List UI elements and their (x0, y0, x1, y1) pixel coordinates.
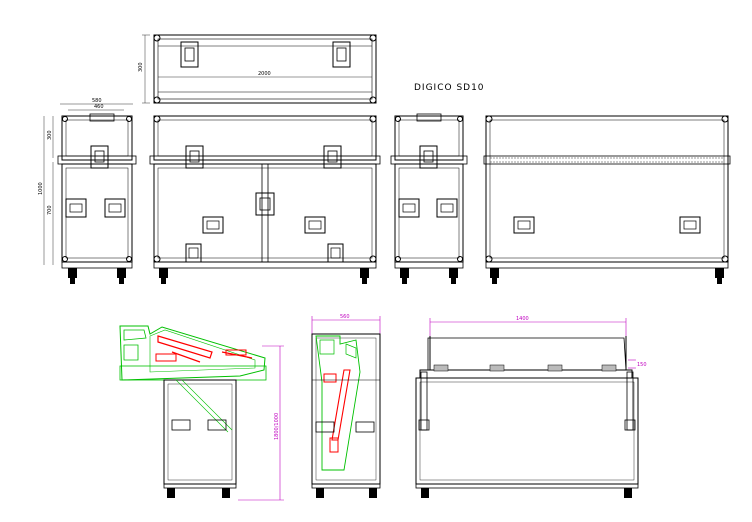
drawing-title: DIGICO SD10 (414, 83, 485, 93)
console-height-dimension (238, 345, 284, 501)
wheel-icon (167, 488, 230, 498)
case-back-view (483, 115, 731, 269)
dim-top-depth: 300 (138, 62, 144, 72)
dim-console-depth: 560 (340, 314, 350, 320)
wheel-icon (159, 268, 369, 284)
wheel-icon (421, 488, 632, 498)
wheel-icon (400, 268, 458, 284)
handle-icon (180, 41, 199, 68)
console-front-view (415, 318, 639, 489)
dim-side-top: 300 (47, 130, 53, 140)
case-side-view-right (390, 113, 468, 269)
dim-side-lower: 700 (47, 205, 53, 215)
console-packed-view (311, 316, 381, 489)
case-front-view (149, 115, 381, 269)
dim-console-width: 1400 (516, 316, 529, 322)
wheel-icon (68, 268, 126, 284)
dim-side-inner: 460 (94, 104, 104, 110)
wheel-icon (490, 268, 724, 284)
dim-top-width: 2000 (258, 71, 271, 77)
dim-side-total: 1000 (38, 182, 44, 195)
case-top-view (142, 34, 377, 104)
dim-console-height: 1800/1000 (274, 413, 280, 440)
handle-icon (332, 41, 351, 68)
dim-console-small: 150 (637, 362, 647, 368)
dim-side-width: 580 (92, 98, 102, 104)
wheel-icon (316, 488, 377, 498)
console-side-view (119, 325, 267, 489)
case-side-view-left (43, 103, 137, 269)
